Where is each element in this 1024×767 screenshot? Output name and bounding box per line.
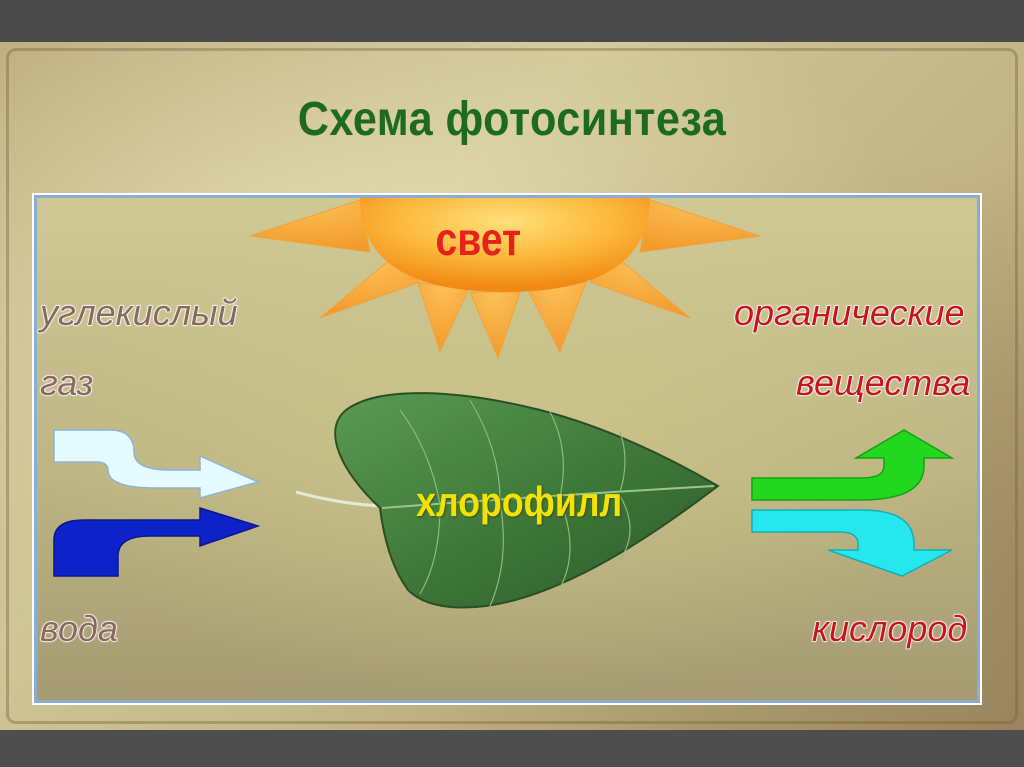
input-co2-label-line1: углекислый [39,291,238,333]
output-oxygen-label: кислород [811,607,968,649]
leaf-stem [295,490,383,508]
sun-ray-bottom-3 [527,281,587,354]
bottom-bar [0,730,1024,767]
arrow-organic [751,429,955,501]
leaf-midrib [381,485,715,509]
output-organic-label-line1: органические [733,291,965,333]
leaf [295,392,720,609]
sun-ray-right [639,199,761,253]
sun-disc [360,198,650,292]
leaf-veins [399,399,631,607]
input-co2-label-line2: газ [39,361,94,403]
sun [249,198,761,360]
slide-title: Схема фотосинтеза [297,93,727,146]
arrow-oxygen [751,509,953,577]
leaf-blade [334,392,720,609]
sun-ray-bottom-1 [417,281,469,354]
arrow-co2 [53,429,261,499]
arrow-water [53,506,261,577]
sun-label: свет [435,213,522,265]
sun-ray-left [249,199,371,253]
output-organic-label-line2: вещества [795,361,971,403]
sun-ray-bottom-2 [469,291,521,360]
input-water-label: вода [39,607,118,649]
leaf-label: хлорофилл [416,478,623,525]
